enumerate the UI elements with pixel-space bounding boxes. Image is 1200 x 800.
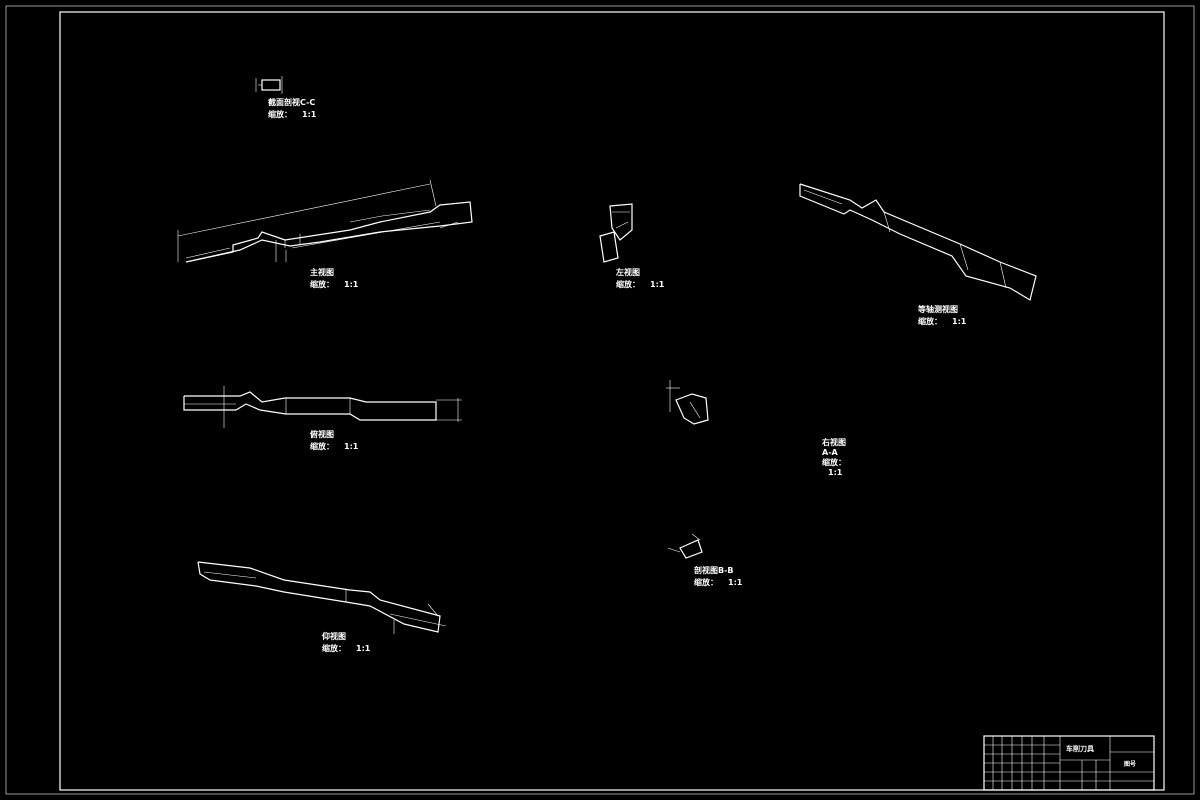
bottom-view-scale-label: 缩放： [322, 644, 346, 653]
iso-view-scale-value: 1:1 [952, 317, 967, 326]
left-view-label: 左视图 缩放： 1:1 [616, 268, 674, 290]
section-cc-title: 截面剖视C-C [268, 98, 316, 107]
top-view-drawing [183, 386, 462, 428]
title-block-grid [983, 735, 1155, 791]
left-view-title: 左视图 [616, 268, 640, 277]
section-cc-scale-value: 1:1 [302, 110, 317, 119]
top-view-scale-label: 缩放： [310, 442, 334, 451]
left-view-drawing [599, 203, 633, 263]
left-view-scale-label: 缩放： [616, 280, 640, 289]
bottom-view-scale-value: 1:1 [356, 644, 371, 653]
front-view-drawing [177, 179, 473, 263]
right-view-scale-value: 1:1 [828, 468, 843, 477]
top-view-label: 俯视图 缩放： 1:1 [310, 430, 368, 452]
iso-view-label: 等轴测视图 缩放： 1:1 [918, 305, 976, 327]
right-view-label: 右视图 A-A 缩放： 1:1 [822, 438, 846, 478]
top-view-scale-value: 1:1 [344, 442, 359, 451]
section-bb-scale-label: 缩放： [694, 578, 718, 587]
title-block-drawing-code: 图号 [1124, 761, 1137, 768]
bottom-view-drawing [197, 561, 447, 634]
iso-view-title: 等轴测视图 [918, 305, 958, 314]
front-view-label: 主视图 缩放： 1:1 [310, 268, 368, 290]
section-cc-scale-label: 缩放： [268, 110, 292, 119]
outer-frame [5, 5, 1195, 795]
iso-view-scale-label: 缩放： [918, 317, 942, 326]
section-bb-scale-value: 1:1 [728, 578, 743, 587]
iso-view-drawing [799, 183, 1037, 301]
section-bb-title: 剖视图B-B [694, 566, 734, 575]
right-view-scale-label: 缩放： [822, 458, 846, 467]
section-cc-label: 截面剖视C-C 缩放： 1:1 [268, 98, 326, 120]
left-view-scale-value: 1:1 [650, 280, 665, 289]
front-view-scale-value: 1:1 [344, 280, 359, 289]
bottom-view-label: 仰视图 缩放： 1:1 [322, 632, 380, 654]
bottom-view-title: 仰视图 [322, 632, 346, 641]
section-bb-drawing [667, 533, 703, 559]
top-view-title: 俯视图 [310, 430, 334, 439]
right-view-title: 右视图 [822, 438, 846, 447]
front-view-title: 主视图 [310, 268, 334, 277]
section-bb-label: 剖视图B-B 缩放： 1:1 [694, 566, 752, 588]
right-view-subtitle: A-A [822, 448, 838, 457]
front-view-scale-label: 缩放： [310, 280, 334, 289]
title-block-part-name: 车削刀具 [1066, 745, 1094, 753]
right-view-drawing [666, 380, 709, 425]
inner-frame [59, 11, 1165, 791]
section-cc-drawing [255, 76, 283, 94]
